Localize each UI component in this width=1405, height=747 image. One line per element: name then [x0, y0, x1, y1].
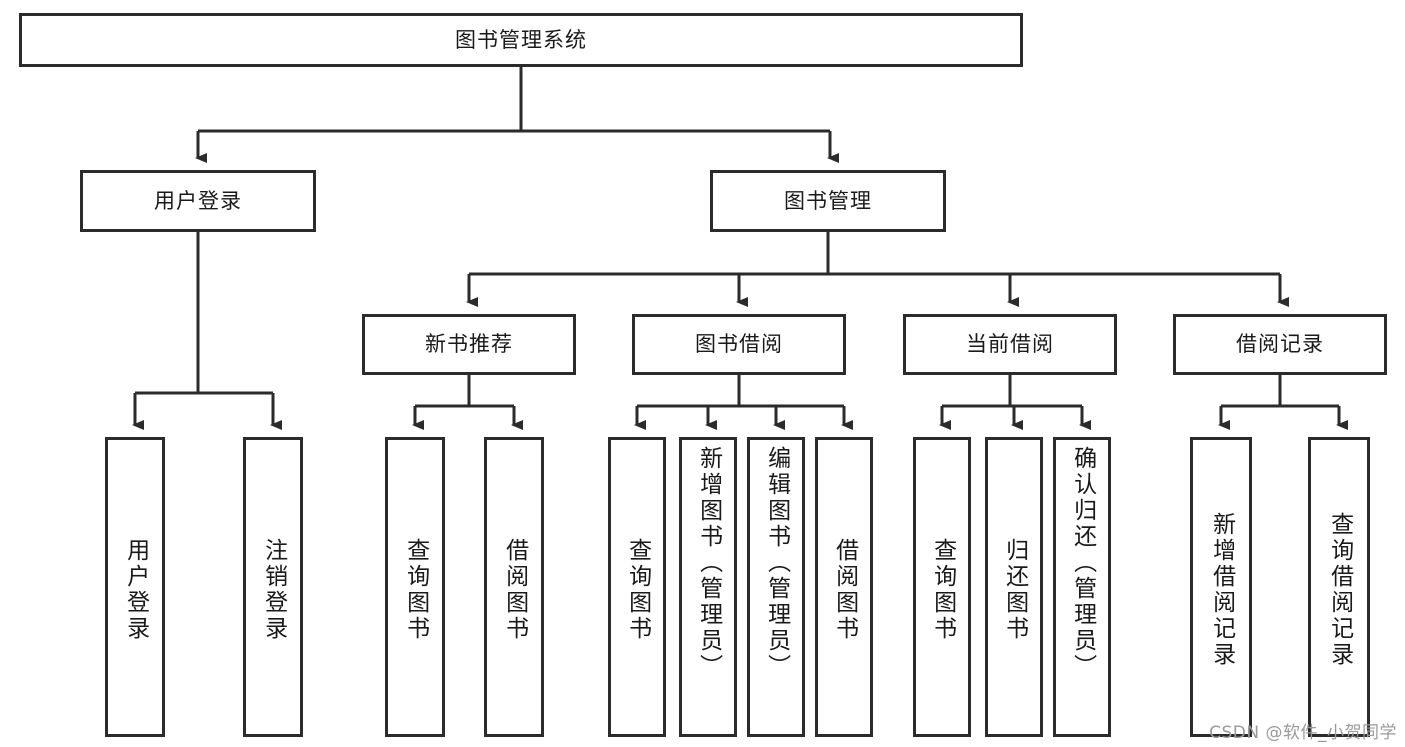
node-leaf-user-logout[interactable]: 注销登录	[243, 437, 303, 737]
node-label: 图书管理	[784, 188, 872, 213]
node-label: 归还图书	[1001, 538, 1028, 642]
node-leaf-return-book[interactable]: 归还图书	[985, 437, 1043, 737]
node-label: 查询图书	[402, 538, 429, 642]
node-label: 借阅图书	[501, 538, 528, 642]
node-label: 注销登录	[260, 538, 287, 642]
node-new-book-rec[interactable]: 新书推荐	[362, 314, 576, 375]
node-label: 新书推荐	[425, 332, 513, 357]
node-label: 图书管理系统	[455, 27, 587, 52]
node-borrow-record[interactable]: 借阅记录	[1173, 314, 1387, 375]
node-label: 查询图书	[624, 538, 651, 642]
node-leaf-query-book-2[interactable]: 查询图书	[608, 437, 666, 737]
node-root[interactable]: 图书管理系统	[19, 13, 1023, 67]
node-leaf-user-login[interactable]: 用户登录	[105, 437, 165, 737]
node-leaf-confirm-return[interactable]: 确认归还（管理员）	[1053, 437, 1111, 737]
node-leaf-borrow-book-2[interactable]: 借阅图书	[815, 437, 873, 737]
node-leaf-edit-book[interactable]: 编辑图书（管理员）	[747, 437, 805, 737]
node-label: 新增图书（管理员）	[695, 446, 722, 680]
watermark-text: CSDN @软件_小贺同学	[1209, 723, 1397, 743]
node-label: 借阅记录	[1236, 332, 1324, 357]
node-label: 用户登录	[154, 188, 242, 213]
node-current-borrow[interactable]: 当前借阅	[903, 314, 1117, 375]
node-leaf-query-book-3[interactable]: 查询图书	[913, 437, 971, 737]
node-book-borrow[interactable]: 图书借阅	[632, 314, 846, 375]
node-label: 查询借阅记录	[1326, 512, 1353, 668]
node-leaf-add-book[interactable]: 新增图书（管理员）	[679, 437, 737, 737]
node-leaf-query-record[interactable]: 查询借阅记录	[1308, 437, 1370, 737]
node-label: 查询图书	[929, 538, 956, 642]
node-label: 借阅图书	[831, 538, 858, 642]
node-label: 确认归还（管理员）	[1069, 446, 1096, 680]
node-leaf-query-book-1[interactable]: 查询图书	[385, 437, 445, 737]
node-book-manage[interactable]: 图书管理	[710, 170, 946, 232]
node-leaf-borrow-book-1[interactable]: 借阅图书	[484, 437, 544, 737]
node-leaf-add-record[interactable]: 新增借阅记录	[1190, 437, 1252, 737]
node-label: 当前借阅	[966, 332, 1054, 357]
node-label: 新增借阅记录	[1208, 512, 1235, 668]
node-label: 用户登录	[122, 538, 149, 642]
node-label: 编辑图书（管理员）	[763, 446, 790, 680]
node-user-login[interactable]: 用户登录	[80, 170, 316, 232]
node-label: 图书借阅	[695, 332, 783, 357]
